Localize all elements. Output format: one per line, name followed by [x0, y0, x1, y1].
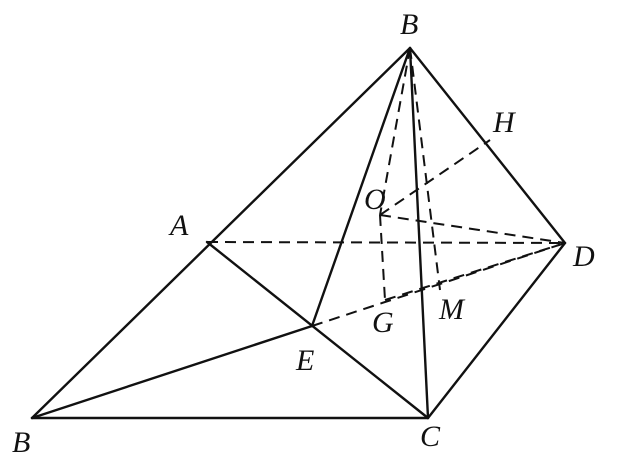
edge-Btop-D: [408, 46, 567, 245]
edge-O-G: [379, 214, 386, 301]
edge-E-Btop: [310, 46, 412, 328]
label-H: H: [492, 106, 517, 139]
label-A: A: [168, 209, 189, 242]
edge-A-C: [205, 240, 430, 420]
edge-O-D: [379, 214, 566, 244]
edge-G-D: [384, 242, 566, 301]
label-C: C: [420, 420, 441, 453]
point-labels: B H O A D G M E B C: [12, 8, 595, 459]
label-E: E: [295, 344, 314, 377]
label-M: M: [438, 293, 466, 326]
label-B-top: B: [400, 8, 418, 41]
dashed-edges: [206, 47, 566, 327]
edge-A-D: [206, 241, 566, 244]
label-G: G: [372, 306, 394, 339]
label-O: O: [364, 183, 386, 216]
solid-edges: [30, 46, 567, 420]
label-D: D: [572, 240, 595, 273]
edge-B-E: [30, 324, 314, 420]
edge-C-D: [426, 241, 567, 420]
edge-B-Btop: [30, 46, 412, 420]
edge-Btop-C: [408, 46, 430, 420]
label-B-bottom: B: [12, 426, 30, 459]
edge-Btop-O: [379, 47, 411, 216]
edge-Btop-M: [409, 47, 441, 291]
edge-O-H: [379, 139, 491, 216]
